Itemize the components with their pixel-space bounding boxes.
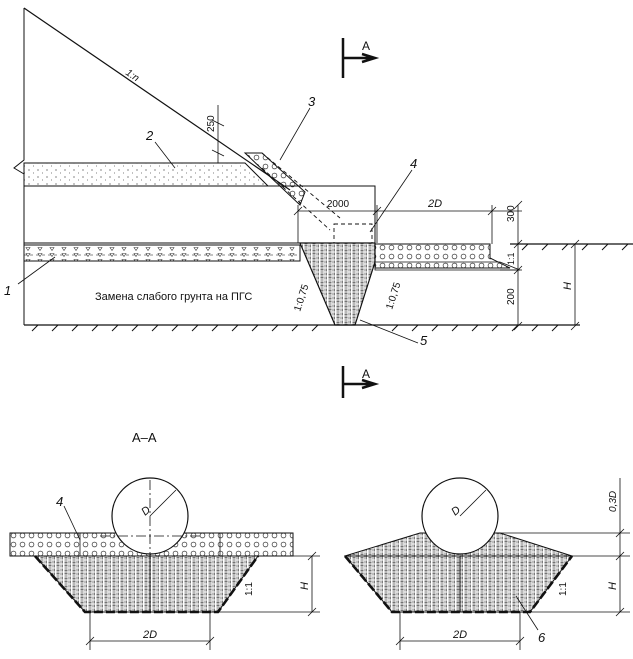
label-slope-11-top: 1:1 [506, 252, 516, 265]
pipe-left-axis [100, 480, 200, 556]
ground-hatch-bottom [31, 324, 559, 332]
dim-2D-line [377, 205, 497, 244]
callout-4-bottom: 4 [56, 494, 63, 509]
section-letter-mid: А [362, 367, 370, 381]
cross-section-right [343, 477, 630, 650]
label-H-left: H [299, 582, 311, 590]
dim-H-left [218, 551, 320, 617]
left-edge [13, 8, 25, 325]
section-title: А–А [132, 430, 157, 445]
leader-3 [279, 107, 311, 161]
leader-1 [17, 256, 56, 285]
label-dim-250: 250 [206, 115, 217, 132]
label-03D: 0,3D [608, 491, 619, 512]
label-dim-2D-top: 2D [427, 198, 442, 210]
embankment-slope [23, 7, 291, 191]
leader-5 [359, 319, 419, 344]
trench-fill-5 [299, 242, 376, 326]
embankment-body [24, 185, 376, 262]
leader-2 [154, 141, 176, 169]
gravel-strip-3 [243, 152, 306, 206]
label-slope-top: 1:n [123, 67, 141, 84]
label-slope-11-right: 1:1 [558, 582, 569, 596]
label-H-right: H [607, 582, 619, 590]
dim-2D-left [85, 612, 215, 650]
label-dim-2000: 2000 [327, 199, 350, 210]
label-slope-075-left: 1:0,75 [292, 283, 311, 313]
dim-right-verticals [492, 200, 580, 331]
label-2D-right: 2D [452, 629, 467, 641]
callout-2: 2 [145, 128, 154, 143]
trench-left-border [34, 555, 260, 614]
callout-6: 6 [538, 630, 546, 645]
dim-2D-right [395, 612, 525, 650]
label-slope-075-right: 1:0,75 [384, 281, 403, 311]
leader-4-bottom [63, 505, 81, 541]
callout-3: 3 [308, 94, 316, 109]
callout-1: 1 [4, 283, 11, 298]
gravel-slab-left-joints [79, 533, 221, 556]
section-letter-top: А [362, 39, 370, 53]
callout-5: 5 [420, 333, 428, 348]
leader-6 [515, 595, 539, 631]
dim-H-right [498, 478, 630, 617]
pipe-right-radius [459, 489, 487, 517]
pipe-left-radius [149, 489, 177, 517]
label-dim-200: 200 [506, 288, 517, 305]
dim-2000-line [293, 205, 382, 243]
trench-right [343, 555, 573, 613]
dim-250-line [211, 105, 225, 163]
cross-section-left [9, 477, 320, 650]
trench-right-border [344, 555, 574, 614]
ground-hatch-right [521, 243, 629, 251]
leader-4 [369, 169, 413, 233]
label-dim-H-top: H [562, 282, 574, 290]
longitudinal-section [13, 7, 633, 398]
callout-4: 4 [410, 156, 417, 171]
sand-under-right [374, 261, 521, 271]
label-replace-soil: Замена слабого грунта на ПГС [95, 291, 252, 303]
section-marker-mid [341, 366, 380, 398]
label-2D-left: 2D [142, 629, 157, 641]
section-marker-top [341, 38, 380, 78]
label-slope-11-left: 1:1 [244, 582, 255, 596]
fill-layer-2 [23, 162, 270, 187]
layer-1-bed [23, 244, 301, 262]
label-dim-300: 300 [506, 205, 517, 222]
